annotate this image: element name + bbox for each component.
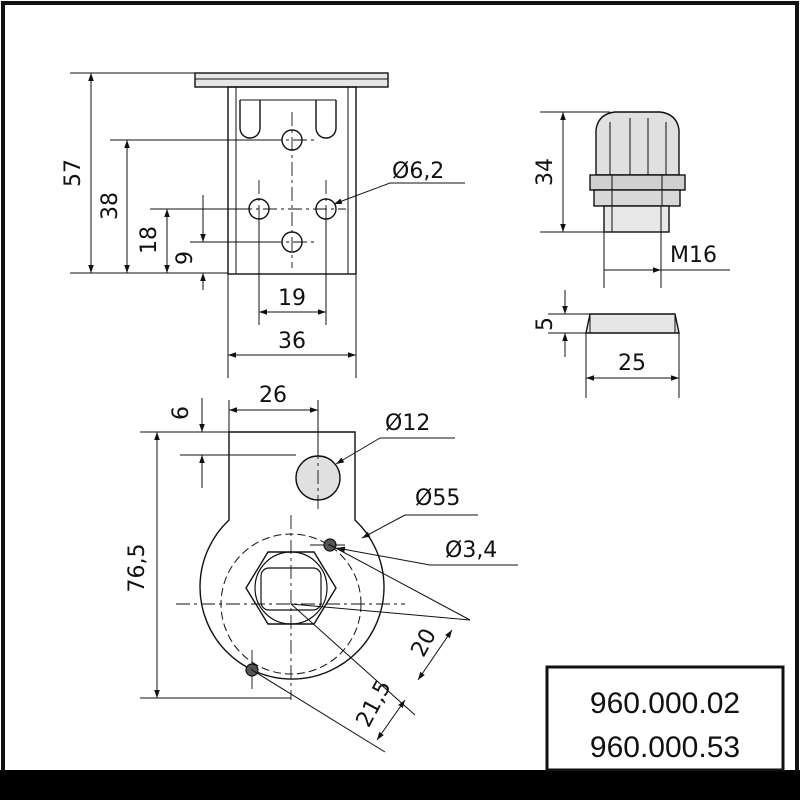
dim-18: 18 xyxy=(137,226,162,254)
slot-right xyxy=(315,100,337,139)
slot-left xyxy=(239,100,261,139)
bracket-body xyxy=(227,86,357,275)
plate-view: 5 25 xyxy=(533,290,680,398)
dim-9: 9 xyxy=(173,251,198,265)
dim-25: 25 xyxy=(618,351,646,376)
gland-thread xyxy=(603,205,670,233)
plate-shape xyxy=(585,313,680,334)
part-number-box: 960.000.02 960.000.53 xyxy=(545,665,785,772)
hex-inner-circle xyxy=(254,551,328,625)
dim-5: 5 xyxy=(533,317,558,331)
dim-20: 20 xyxy=(407,625,442,661)
bottom-band xyxy=(0,770,800,800)
dim-m16: M16 xyxy=(670,243,717,268)
dim-38: 38 xyxy=(98,192,123,220)
gland-body xyxy=(593,189,681,207)
dim-26: 26 xyxy=(259,383,287,408)
dim-19: 19 xyxy=(278,286,306,311)
dim-dia-55: Ø55 xyxy=(415,486,460,511)
dim-6: 6 xyxy=(169,406,194,420)
front-view: 57 38 18 9 Ø6,2 19 36 xyxy=(61,72,465,378)
dim-34: 34 xyxy=(533,158,558,186)
cable-gland-view: 34 M16 xyxy=(533,111,730,288)
dim-76-5: 76,5 xyxy=(125,544,150,593)
dim-21-5: 21,5 xyxy=(352,676,397,731)
dim-57: 57 xyxy=(61,159,86,187)
hex-nut xyxy=(245,551,337,625)
part-number-1: 960.000.02 xyxy=(590,687,740,720)
mounting-plate xyxy=(194,72,389,88)
gland-nut xyxy=(589,174,686,191)
flange-outline xyxy=(199,431,385,680)
dim-dia-3-4: Ø3,4 xyxy=(445,538,497,563)
part-number-2: 960.000.53 xyxy=(590,731,740,764)
dim-dia-12: Ø12 xyxy=(385,411,430,436)
bottom-view: 26 6 76,5 Ø12 Ø55 Ø3,4 20 21,5 xyxy=(125,383,518,753)
dim-36: 36 xyxy=(278,329,306,354)
gland-cap xyxy=(595,111,680,176)
dim-hole-dia-6-2: Ø6,2 xyxy=(392,159,444,184)
